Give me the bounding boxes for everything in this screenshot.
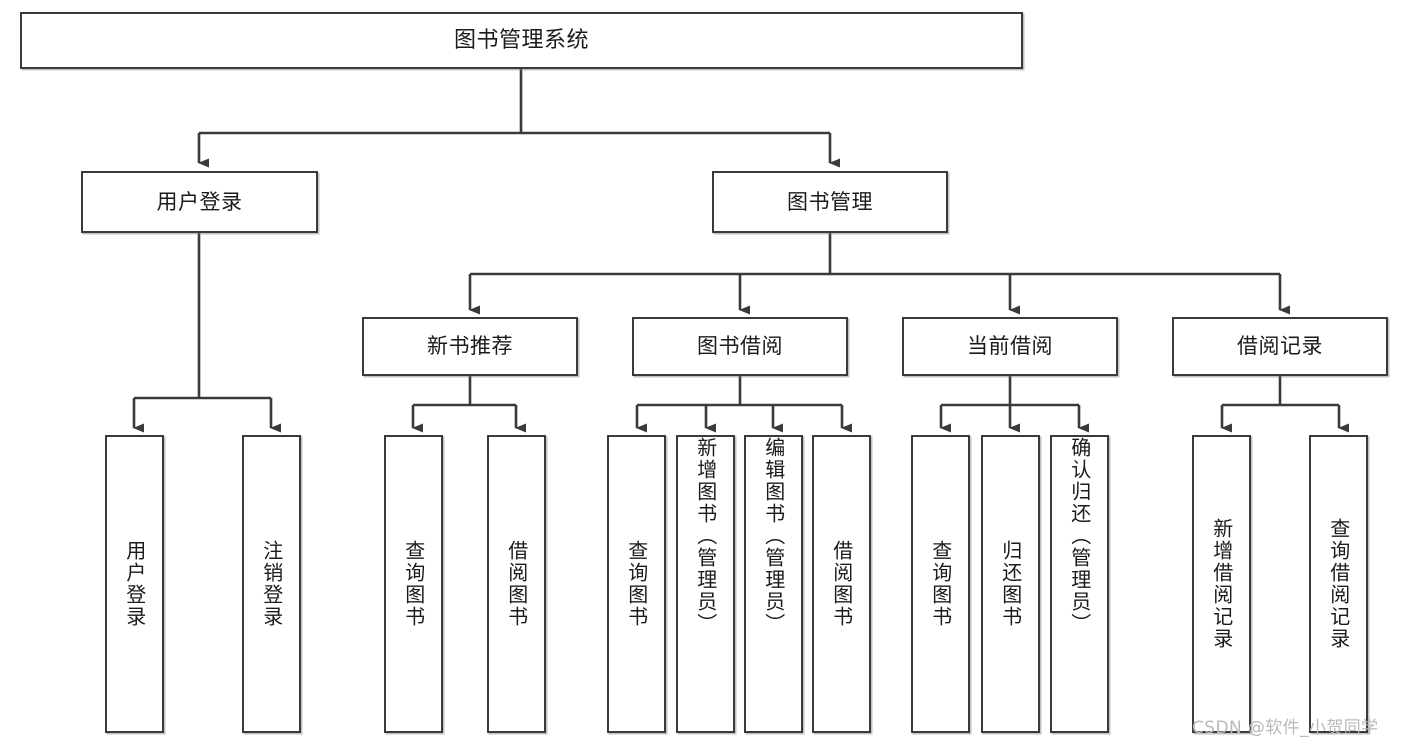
leaf-current-confirm-return[interactable]: 确认归还（管理员） [1050, 435, 1109, 733]
node-label: 图书管理系统 [453, 27, 589, 53]
node-label: 用户登录 [122, 540, 147, 628]
leaf-borrow-edit-book[interactable]: 编辑图书（管理员） [744, 435, 803, 733]
leaf-user-login-signin[interactable]: 用户登录 [105, 435, 164, 733]
node-book-management[interactable]: 图书管理 [712, 171, 948, 233]
leaf-borrow-add-book[interactable]: 新增图书（管理员） [676, 435, 735, 733]
node-label: 图书管理 [787, 189, 873, 214]
leaf-record-query[interactable]: 查询借阅记录 [1309, 435, 1368, 733]
node-label: 新书推荐 [427, 334, 513, 358]
node-current-borrow[interactable]: 当前借阅 [902, 317, 1118, 376]
node-user-login[interactable]: 用户登录 [81, 171, 318, 233]
node-label: 借阅图书 [829, 540, 854, 628]
node-label: 借阅图书 [504, 540, 529, 628]
node-label: 注销登录 [259, 540, 284, 628]
leaf-current-query-book[interactable]: 查询图书 [911, 435, 970, 733]
node-label: 当前借阅 [967, 334, 1053, 358]
node-label: 新增借阅记录 [1209, 518, 1234, 650]
node-borrow-record[interactable]: 借阅记录 [1172, 317, 1388, 376]
leaf-user-login-signout[interactable]: 注销登录 [242, 435, 301, 733]
leaf-current-return-book[interactable]: 归还图书 [981, 435, 1040, 733]
node-label: 图书借阅 [697, 334, 783, 358]
node-label: 查询图书 [928, 540, 953, 628]
node-label: 确认归还（管理员） [1067, 437, 1092, 635]
node-new-book-recommend[interactable]: 新书推荐 [362, 317, 578, 376]
node-label: 查询借阅记录 [1326, 518, 1351, 650]
node-root-system[interactable]: 图书管理系统 [20, 12, 1023, 69]
csdn-watermark: CSDN @软件_小贺同学 [1192, 718, 1379, 738]
node-label: 用户登录 [156, 189, 243, 214]
node-label: 归还图书 [998, 540, 1023, 628]
node-label: 编辑图书（管理员） [761, 437, 786, 635]
node-label: 借阅记录 [1237, 334, 1323, 358]
leaf-new-book-borrow[interactable]: 借阅图书 [487, 435, 546, 733]
node-label: 查询图书 [401, 540, 426, 628]
node-book-borrow[interactable]: 图书借阅 [632, 317, 848, 376]
leaf-borrow-query-book[interactable]: 查询图书 [607, 435, 666, 733]
leaf-new-book-query[interactable]: 查询图书 [384, 435, 443, 733]
node-label: 查询图书 [624, 540, 649, 628]
leaf-borrow-borrow-book[interactable]: 借阅图书 [812, 435, 871, 733]
leaf-record-add[interactable]: 新增借阅记录 [1192, 435, 1251, 733]
node-label: 新增图书（管理员） [693, 437, 718, 635]
